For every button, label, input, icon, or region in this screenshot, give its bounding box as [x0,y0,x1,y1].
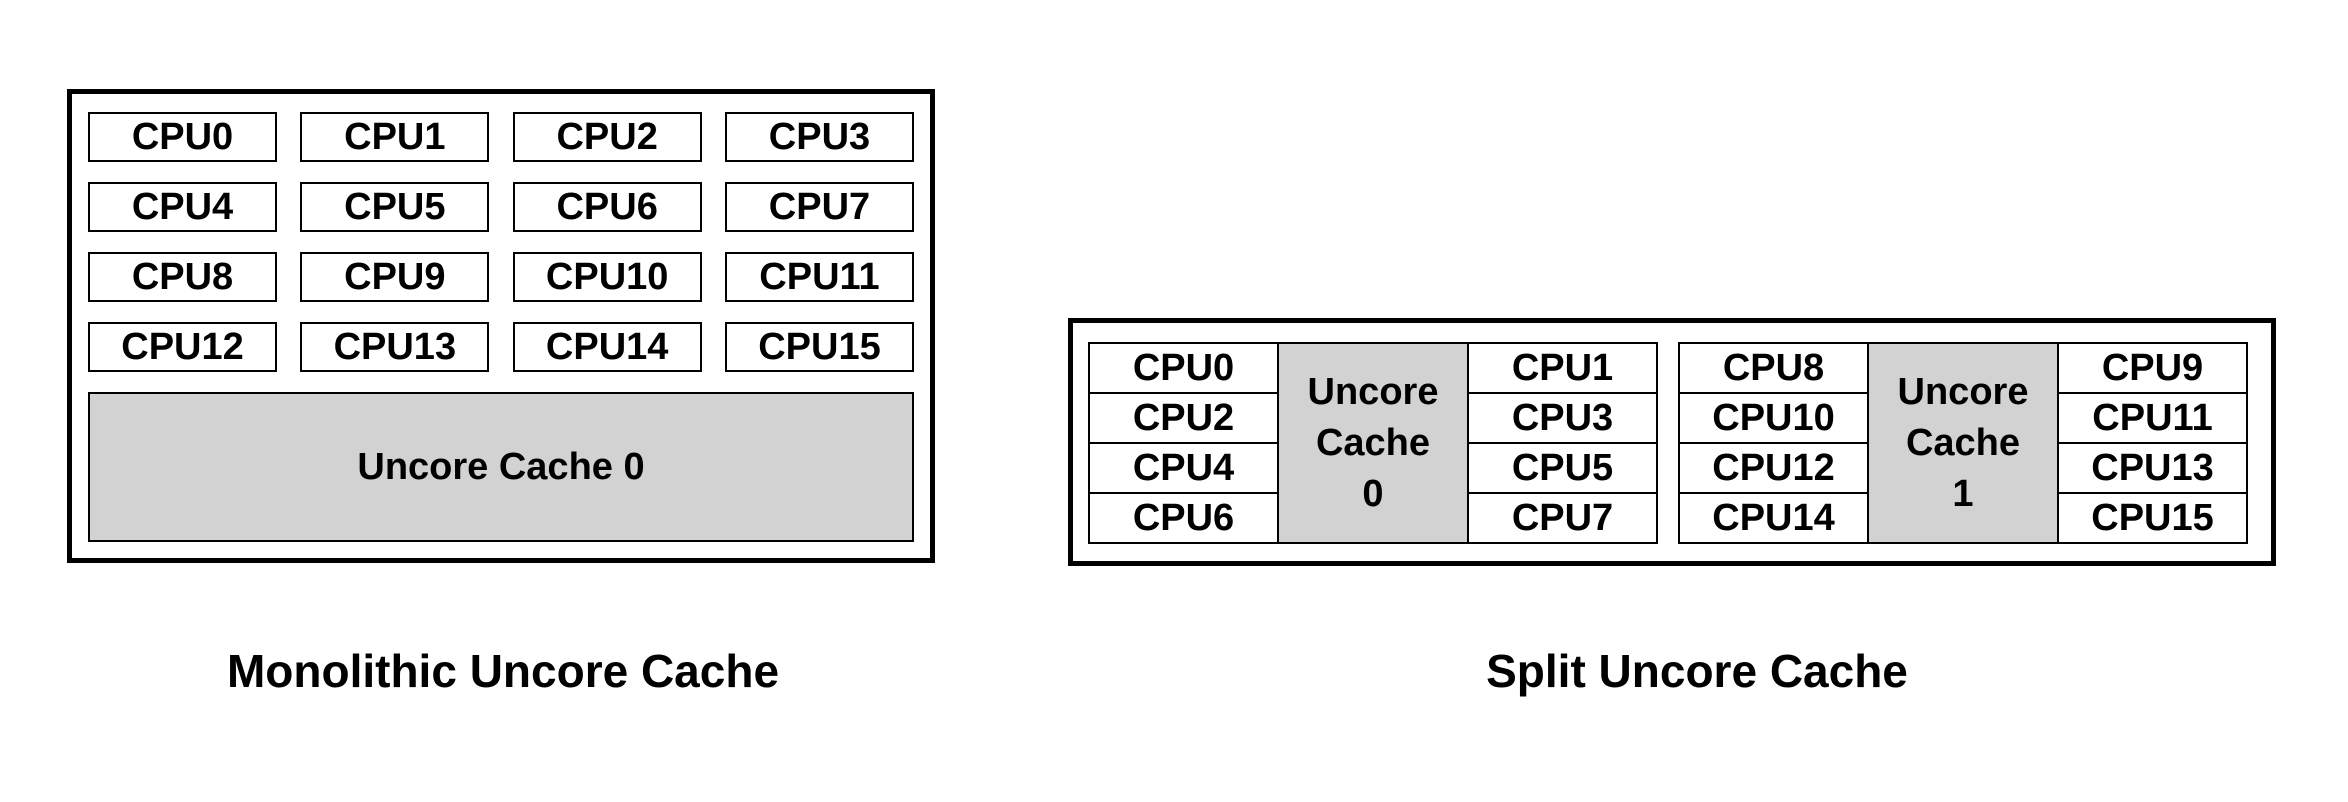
cache-label-line: Cache [1315,421,1431,464]
cpu-cell-cpu9: CPU9 [2057,342,2248,394]
cpu-cell-cpu9: CPU9 [300,252,490,302]
cpu-cell-cpu13: CPU13 [300,322,490,372]
cache-label-line: 1 [1952,472,1974,515]
cpu-cell-cpu1: CPU1 [300,112,490,162]
cpu-cell-cpu5: CPU5 [1467,442,1658,494]
cpu-cell-cpu13: CPU13 [2057,442,2248,494]
cpu-cell-cpu2: CPU2 [1088,392,1279,444]
cpu-cell-cpu8: CPU8 [1678,342,1869,394]
cache-label-line: Uncore [1897,370,2029,413]
cpu-cell-cpu15: CPU15 [2057,492,2248,544]
cache-label-line: Uncore [1307,370,1439,413]
split-caption: Split Uncore Cache [1486,645,1908,697]
cpu-cell-cpu6: CPU6 [512,182,702,232]
cpu-cell-cpu0: CPU0 [88,112,277,162]
cpu-cell-cpu0: CPU0 [1088,342,1279,394]
monolithic-caption: Monolithic Uncore Cache [226,645,780,697]
cpu-cell-cpu6: CPU6 [1088,492,1279,544]
cache-label-line: Cache [1905,421,2021,464]
cpu-cell-cpu15: CPU15 [724,322,914,372]
cpu-cell-cpu11: CPU11 [2057,392,2248,444]
cpu-cell-cpu1: CPU1 [1467,342,1658,394]
cpu-cell-cpu12: CPU12 [1678,442,1869,494]
cpu-cell-cpu10: CPU10 [1678,392,1869,444]
cpu-cell-cpu10: CPU10 [512,252,702,302]
cpu-cell-cpu12: CPU12 [88,322,277,372]
cpu-cell-cpu3: CPU3 [1467,392,1658,444]
cpu-cell-cpu4: CPU4 [88,182,277,232]
cpu-cell-cpu3: CPU3 [724,112,914,162]
cpu-cell-cpu7: CPU7 [1467,492,1658,544]
cpu-cell-cpu14: CPU14 [512,322,702,372]
cpu-cell-cpu11: CPU11 [724,252,914,302]
cpu-cell-cpu2: CPU2 [512,112,702,162]
cpu-cell-cpu8: CPU8 [88,252,277,302]
uncore-cache-0-box: Uncore Cache 0 [88,392,914,542]
cpu-cell-cpu5: CPU5 [300,182,490,232]
cpu-cell-cpu4: CPU4 [1088,442,1279,494]
cpu-cell-cpu14: CPU14 [1678,492,1869,544]
cpu-cell-cpu7: CPU7 [724,182,914,232]
cache-label-line: 0 [1362,472,1384,515]
